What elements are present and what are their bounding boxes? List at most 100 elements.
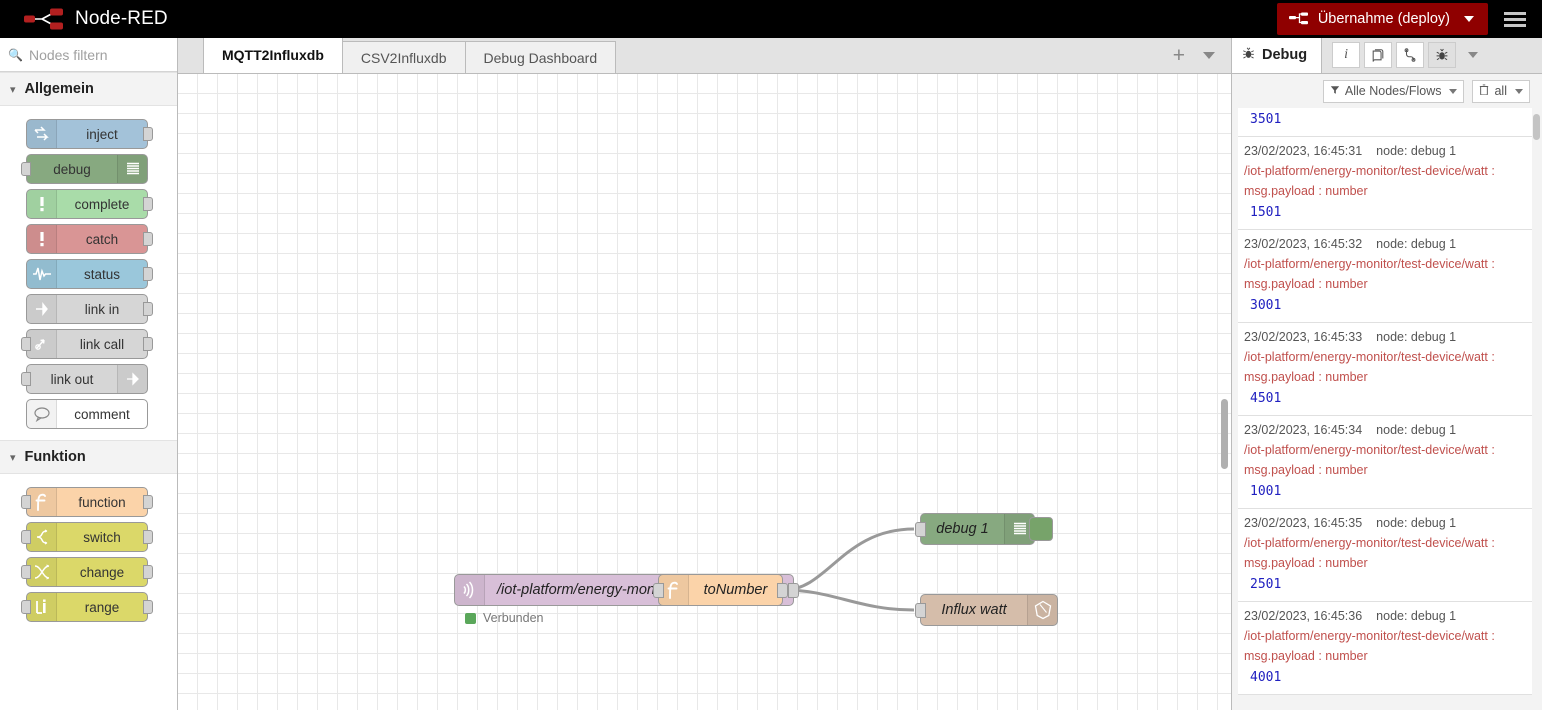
config-nodes-icon[interactable]: [1396, 42, 1425, 68]
node-output-port[interactable]: [777, 583, 788, 598]
debug-lines-icon: [117, 155, 147, 183]
debug-clear-button[interactable]: all: [1472, 79, 1530, 103]
node-input-port[interactable]: [21, 495, 31, 509]
palette-node-link-call[interactable]: link call: [21, 329, 153, 359]
node-output-port[interactable]: [143, 232, 153, 246]
main-menu-button[interactable]: [1488, 0, 1542, 38]
palette-category-allgemein[interactable]: ▾Allgemein: [0, 72, 177, 106]
flow-node-label: toNumber: [703, 582, 768, 598]
flow-canvas[interactable]: /iot-platform/energy-monitor/test-device…: [178, 74, 1231, 710]
palette-category-body: function switch change range: [0, 474, 177, 633]
deploy-icon: [1288, 11, 1309, 27]
sidebar-tab-label: Debug: [1262, 47, 1308, 63]
debug-topic: /iot-platform/energy-monitor/test-device…: [1244, 257, 1495, 271]
node-input-port[interactable]: [21, 530, 31, 544]
node-output-port[interactable]: [788, 583, 799, 598]
sidebar-more-icon[interactable]: [1468, 52, 1479, 58]
palette-node-change[interactable]: change: [21, 557, 153, 587]
debug-value: 3501: [1250, 112, 1282, 127]
chevron-down-icon: [1449, 88, 1458, 94]
add-flow-button[interactable]: +: [1172, 43, 1185, 67]
palette-node-comment[interactable]: comment: [26, 399, 148, 429]
palette-node-catch[interactable]: catch: [26, 224, 153, 254]
palette-node-inject[interactable]: inject: [26, 119, 153, 149]
flow-wires: [618, 527, 915, 612]
flow-tab-Debug-Dashboard[interactable]: Debug Dashboard: [465, 41, 617, 73]
node-input-port[interactable]: [21, 162, 31, 176]
node-input-port[interactable]: [21, 600, 31, 614]
bug-icon[interactable]: [1428, 42, 1457, 68]
help-book-icon[interactable]: [1364, 42, 1393, 68]
debug-filter-button[interactable]: Alle Nodes/Flows: [1322, 79, 1465, 103]
palette-node-link-out[interactable]: link out: [21, 364, 148, 394]
info-icon[interactable]: i: [1332, 42, 1361, 68]
node-input-port[interactable]: [915, 603, 926, 618]
flow-tab-CSV2Influxdb[interactable]: CSV2Influxdb: [342, 41, 466, 73]
node-input-port[interactable]: [21, 372, 31, 386]
palette-category-label: Funktion: [24, 449, 86, 465]
node-output-port[interactable]: [143, 302, 153, 316]
node-input-port[interactable]: [653, 583, 664, 598]
node-input-port[interactable]: [21, 565, 31, 579]
debug-value: 2501: [1250, 577, 1282, 592]
sidebar-icon-buttons: i: [1332, 38, 1479, 73]
flow-node-influx-watt[interactable]: Influx watt: [915, 594, 1058, 626]
palette-node-status[interactable]: status: [26, 259, 153, 289]
node-output-port[interactable]: [143, 337, 153, 351]
node-output-port[interactable]: [143, 600, 153, 614]
debug-message-list[interactable]: msg.payload : number350123/02/2023, 16:4…: [1232, 108, 1542, 710]
node-output-port[interactable]: [143, 127, 153, 141]
node-output-port[interactable]: [143, 267, 153, 281]
node-output-port[interactable]: [143, 197, 153, 211]
palette-node-complete[interactable]: complete: [26, 189, 153, 219]
debug-scrollbar[interactable]: [1533, 114, 1540, 140]
debug-message[interactable]: msg.payload : number3501: [1238, 108, 1532, 137]
palette-categories: ▾Allgemein inject debug complete catch status…: [0, 72, 177, 633]
flow-node-tonumber[interactable]: toNumber: [653, 574, 788, 606]
switch-icon: [27, 523, 57, 551]
palette-node-range[interactable]: range: [21, 592, 153, 622]
flow-list-dropdown-icon[interactable]: [1203, 51, 1215, 59]
inject-arrow-icon: [27, 120, 57, 148]
debug-property: msg.payload : number: [1244, 556, 1368, 570]
node-output-port[interactable]: [143, 495, 153, 509]
brand-title: Node-RED: [75, 8, 168, 29]
mqtt-signal-icon: [455, 575, 485, 605]
search-input[interactable]: [28, 46, 169, 63]
influxdb-icon: [1027, 595, 1057, 625]
link-in-icon: [27, 295, 57, 323]
debug-value: 4501: [1250, 391, 1282, 406]
palette-search[interactable]: 🔍: [0, 38, 177, 72]
node-input-port[interactable]: [915, 522, 926, 537]
palette-node-switch[interactable]: switch: [21, 522, 153, 552]
palette-node-label: change: [79, 564, 125, 580]
node-output-port[interactable]: [143, 530, 153, 544]
debug-node-toggle-button[interactable]: [1029, 517, 1053, 541]
palette-node-label: link in: [84, 301, 120, 317]
deploy-button[interactable]: Übernahme (deploy): [1276, 3, 1488, 35]
palette-category-funktion[interactable]: ▾Funktion: [0, 440, 177, 474]
palette-node-debug[interactable]: debug: [21, 154, 148, 184]
flow-tab-MQTT2Influxdb[interactable]: MQTT2Influxdb: [203, 38, 343, 73]
node-output-port[interactable]: [143, 565, 153, 579]
deploy-dropdown-icon[interactable]: [1464, 16, 1474, 22]
node-input-port[interactable]: [21, 337, 31, 351]
flow-node-debug1[interactable]: debug 1: [915, 513, 1053, 545]
tab-debug[interactable]: Debug: [1232, 38, 1323, 73]
canvas-vertical-scrollbar[interactable]: [1221, 399, 1228, 469]
tab-actions: +: [1173, 38, 1231, 73]
palette-node-function[interactable]: function: [21, 487, 153, 517]
palette-node-link-in[interactable]: link in: [26, 294, 153, 324]
bug-icon: [1242, 47, 1255, 64]
